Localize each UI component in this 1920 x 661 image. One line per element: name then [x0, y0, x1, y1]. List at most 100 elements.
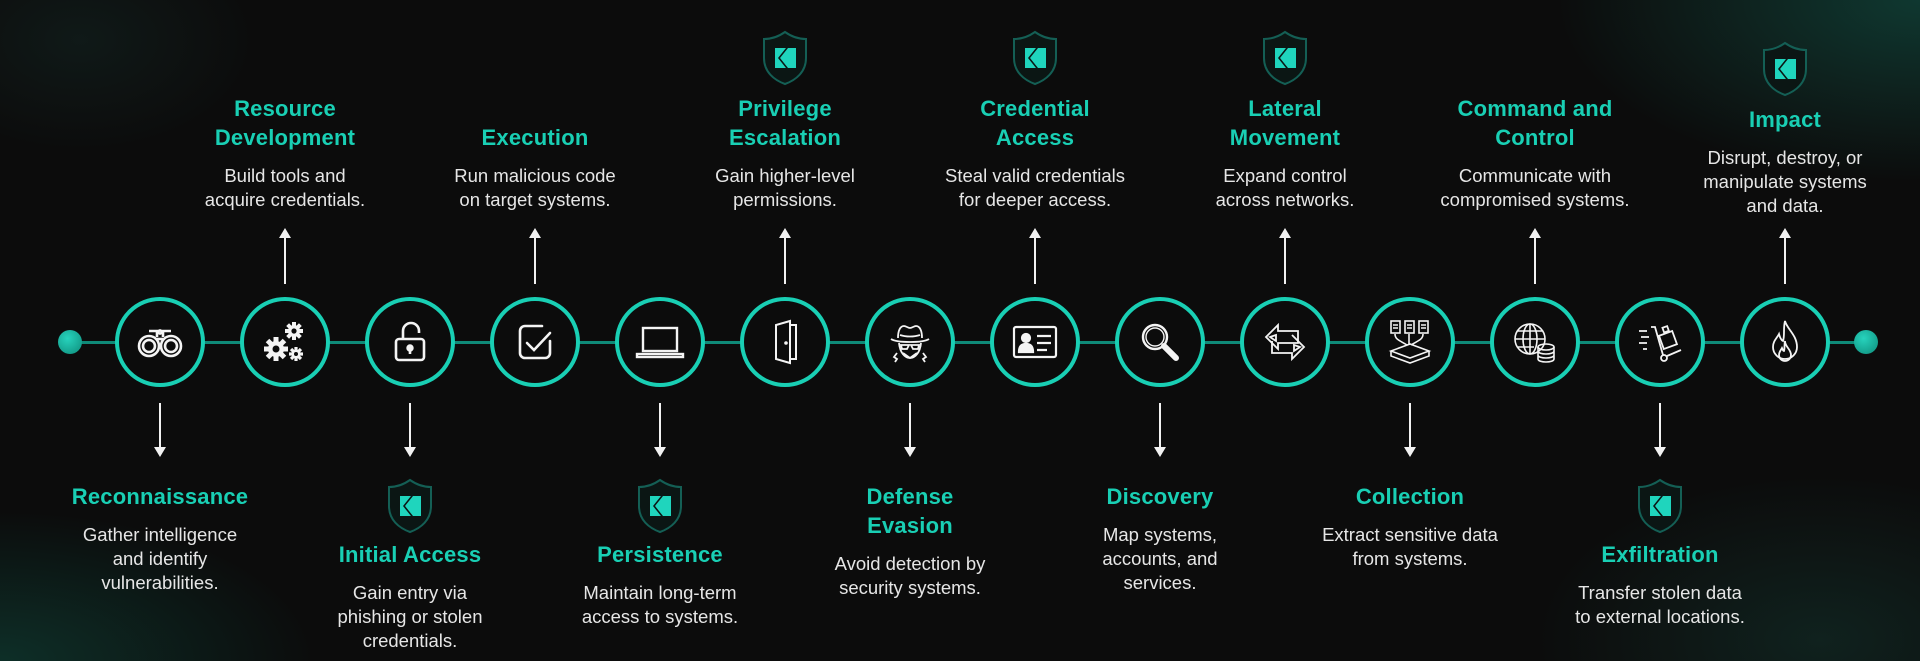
- arrow-down-icon: [154, 403, 166, 457]
- stage-title-line: Evasion: [867, 513, 953, 538]
- stage-description-line: Transfer stolen data: [1578, 582, 1742, 603]
- documents-collect-icon: [1383, 315, 1437, 369]
- stage-description-line: Map systems,: [1102, 524, 1218, 545]
- stage-title-line: Movement: [1229, 125, 1341, 150]
- stage-description-line: credentials.: [362, 630, 458, 651]
- stage-description-line: security systems.: [839, 577, 981, 598]
- magnifier-icon: [1133, 315, 1187, 369]
- flame-icon: [1758, 315, 1812, 369]
- arrow-down-icon: [1154, 403, 1166, 457]
- stage-title-line: Development: [214, 125, 356, 150]
- shield-logo-icon: [385, 478, 435, 534]
- stage-node-credential-access: [990, 297, 1080, 387]
- stage-title: Exfiltration: [1535, 540, 1785, 569]
- stage-description-line: access to systems.: [581, 606, 739, 627]
- stage-title: Execution: [410, 123, 660, 152]
- exchange-arrows-icon: [1258, 315, 1312, 369]
- stage-title: Persistence: [535, 540, 785, 569]
- stage-title-line: Reconnaissance: [71, 484, 249, 509]
- stage-description-line: manipulate systems: [1703, 171, 1867, 192]
- stage-title: Reconnaissance: [35, 482, 285, 511]
- stage-title-line: Command and: [1457, 96, 1613, 121]
- stage-node-collection: [1365, 297, 1455, 387]
- stage-description-line: Disrupt, destroy, or: [1707, 147, 1863, 168]
- stage-title-line: Collection: [1355, 484, 1465, 509]
- stage-title-line: Exfiltration: [1601, 542, 1719, 567]
- stage-title-line: Defense: [866, 484, 954, 509]
- stage-description-line: services.: [1123, 572, 1197, 593]
- arrow-up-icon: [779, 228, 791, 284]
- stage-title: Collection: [1285, 482, 1535, 511]
- stage-title-line: Lateral: [1248, 96, 1322, 121]
- stage-description-line: Build tools and: [224, 165, 346, 186]
- unlocked-padlock-icon: [383, 315, 437, 369]
- timeline-start-dot: [58, 330, 82, 354]
- stage-description-line: Avoid detection by: [834, 553, 986, 574]
- binoculars-icon: [133, 315, 187, 369]
- arrow-down-icon: [904, 403, 916, 457]
- arrow-up-icon: [1029, 228, 1041, 284]
- stage-description-line: compromised systems.: [1440, 189, 1630, 210]
- stage-description: Communicate with compromised systems.: [1410, 164, 1660, 212]
- stage-description-line: from systems.: [1352, 548, 1468, 569]
- shield-logo-icon: [1010, 30, 1060, 86]
- shield-logo-icon: [760, 30, 810, 86]
- stage-description-line: Gain entry via: [352, 582, 468, 603]
- arrow-down-icon: [1404, 403, 1416, 457]
- stage-title: Initial Access: [285, 540, 535, 569]
- spy-hat-icon: [883, 315, 937, 369]
- door-icon: [758, 315, 812, 369]
- shield-logo-icon: [1260, 30, 1310, 86]
- stage-title-line: Escalation: [728, 125, 842, 150]
- stage-node-impact: [1740, 297, 1830, 387]
- stage-node-exfiltration: [1615, 297, 1705, 387]
- id-card-icon: [1008, 315, 1062, 369]
- stage-description-line: phishing or stolen: [337, 606, 483, 627]
- arrow-up-icon: [279, 228, 291, 284]
- stage-node-resource-development: [240, 297, 330, 387]
- stage-description-line: acquire credentials.: [204, 189, 366, 210]
- laptop-icon: [633, 315, 687, 369]
- arrow-up-icon: [1529, 228, 1541, 284]
- stage-description-line: accounts, and: [1102, 548, 1218, 569]
- stage-title-line: Credential: [980, 96, 1090, 121]
- stage-description: Maintain long-term access to systems.: [535, 581, 785, 629]
- stage-title-line: Access: [995, 125, 1075, 150]
- stage-node-reconnaissance: [115, 297, 205, 387]
- stage-title-line: Initial Access: [338, 542, 482, 567]
- stage-description: Map systems, accounts, and services.: [1035, 523, 1285, 595]
- hand-truck-icon: [1633, 315, 1687, 369]
- stage-title-line: Privilege: [738, 96, 832, 121]
- stage-node-execution: [490, 297, 580, 387]
- stage-title-line: Execution: [481, 125, 589, 150]
- stage-title: Impact: [1660, 105, 1910, 134]
- stage-description-line: Communicate with: [1458, 165, 1612, 186]
- stage-node-discovery: [1115, 297, 1205, 387]
- timeline-end-dot: [1854, 330, 1878, 354]
- arrow-up-icon: [1779, 228, 1791, 284]
- stage-node-persistence: [615, 297, 705, 387]
- stage-description-line: Maintain long-term: [583, 582, 737, 603]
- arrow-down-icon: [1654, 403, 1666, 457]
- stage-title-line: Resource: [234, 96, 336, 121]
